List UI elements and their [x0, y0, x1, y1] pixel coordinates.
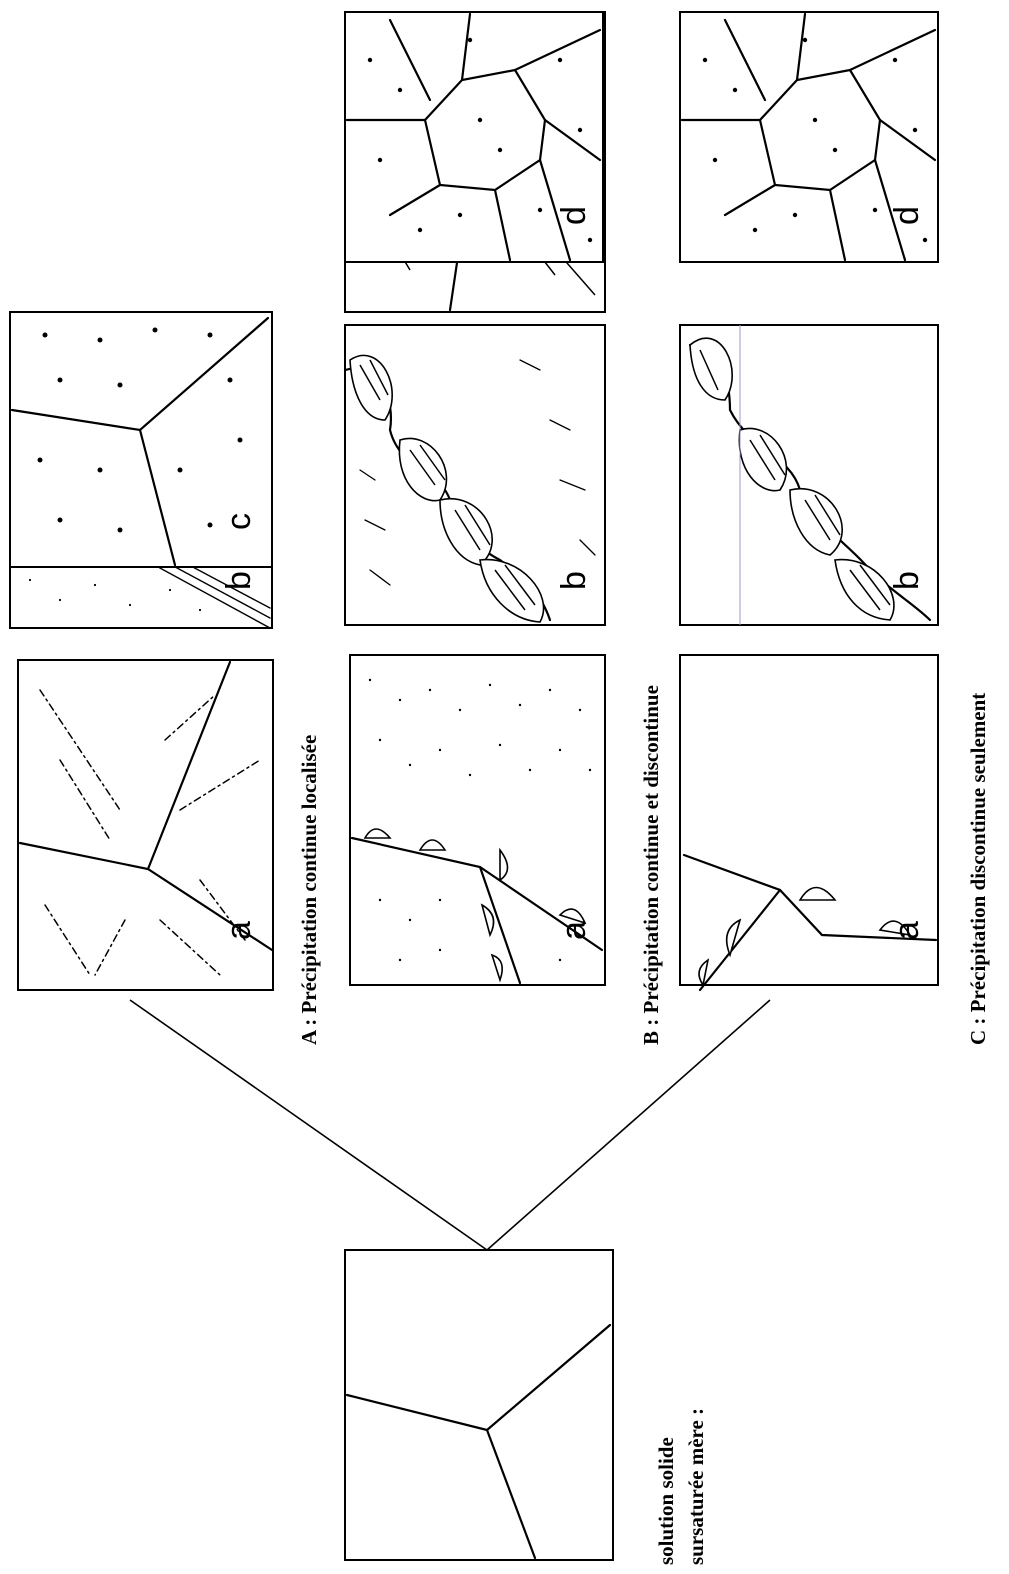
parent-solid-solution-panel [345, 1250, 613, 1560]
panel-row-b-d-main: d [345, 12, 603, 262]
panel-row-c-c-main [678, 312, 940, 570]
panel-row-c-d-main: d [680, 12, 938, 262]
panel-letter-d: d [888, 206, 926, 225]
panel-letter-d: d [555, 206, 593, 225]
